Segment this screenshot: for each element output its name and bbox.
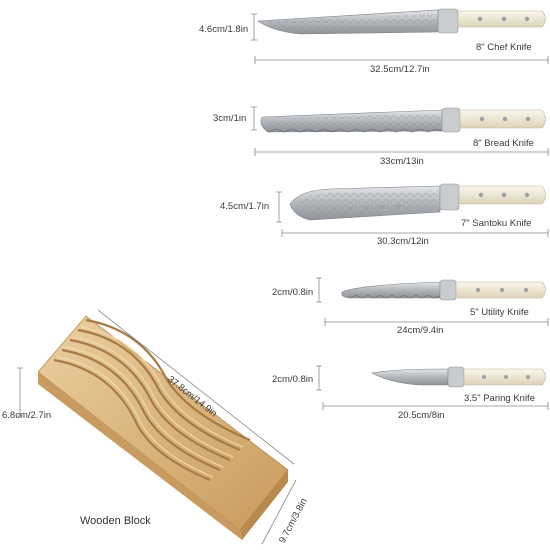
paring-knife-height: 2cm/0.8in: [272, 374, 314, 385]
knife-dimension-lines: [251, 13, 549, 410]
utility-knife-length: 24cm/9.4in: [397, 325, 444, 336]
santoku-knife-length: 30.3cm/12in: [377, 236, 429, 247]
utility-knife-name: 5" Utility Knife: [470, 307, 529, 318]
chef-knife: [257, 8, 546, 35]
wooden-block: [17, 309, 297, 545]
santoku-knife-height: 4.5cm/1.7in: [220, 201, 270, 212]
santoku-knife-name: 7" Santoku Knife: [461, 218, 532, 229]
utility-knife: [341, 279, 546, 301]
paring-knife-length: 20.5cm/8in: [398, 410, 445, 421]
paring-knife-name: 3.5" Paring Knife: [464, 393, 535, 404]
chef-knife-height: 4.6cm/1.8in: [199, 24, 249, 35]
bread-knife-height: 3cm/1in: [213, 113, 247, 124]
chef-knife-length: 32.5cm/12.7in: [370, 64, 430, 75]
utility-knife-height: 2cm/0.8in: [272, 287, 314, 298]
bread-knife-length: 33cm/13in: [380, 156, 424, 167]
chef-knife-name: 8" Chef Knife: [476, 42, 532, 53]
bread-knife-name: 8" Bread Knife: [473, 138, 534, 149]
bread-knife: [260, 107, 546, 133]
paring-knife: [371, 366, 546, 388]
block-name: Wooden Block: [80, 515, 151, 527]
santoku-knife: [289, 183, 546, 221]
block-height: 6.8cm/2.7in: [2, 410, 52, 421]
